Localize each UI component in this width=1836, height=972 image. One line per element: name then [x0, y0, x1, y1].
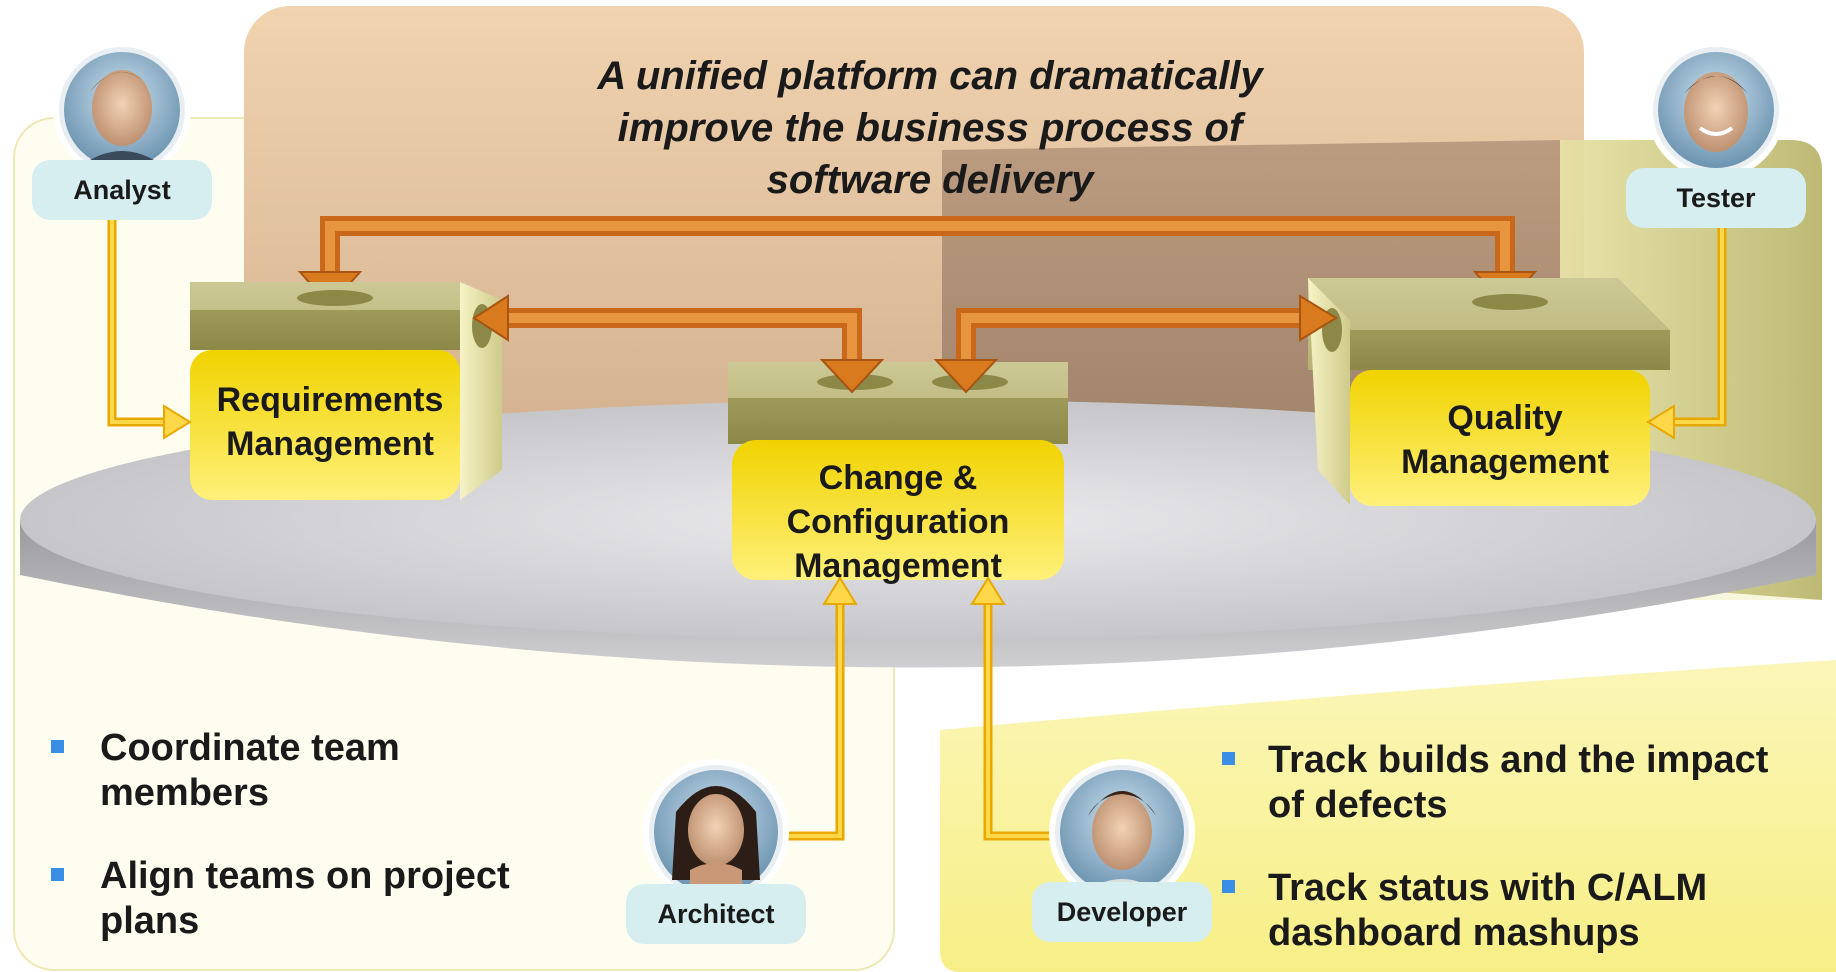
- left-bullet-1-line-2: members: [100, 772, 269, 814]
- headline-line-2: improve the business process of: [617, 106, 1243, 150]
- change-label-line-1: Change &: [818, 459, 978, 497]
- right-bullet-1: Track builds and the impact of defects: [1268, 738, 1836, 828]
- tester-badge: Tester: [1626, 168, 1806, 228]
- change-box: [728, 362, 1068, 580]
- left-bullet-list: Coordinate team members Align teams on p…: [100, 726, 620, 944]
- developer-portrait-icon: [1049, 759, 1195, 905]
- left-bullet-1: Coordinate team members: [100, 726, 620, 816]
- left-bullet-2: Align teams on project plans: [100, 854, 620, 944]
- requirements-label-line-1: Requirements: [216, 381, 444, 419]
- left-bullet-marker-2: [51, 868, 64, 881]
- left-bullet-2-line-2: plans: [100, 900, 200, 942]
- right-bullet-2-line-2: dashboard mashups: [1268, 912, 1640, 954]
- requirements-label-line-2: Management: [226, 425, 434, 463]
- quality-label: Quality Management: [1350, 396, 1660, 484]
- change-label-line-2: Configuration: [786, 503, 1010, 541]
- requirements-box: [190, 282, 502, 500]
- right-bullet-list: Track builds and the impact of defects T…: [1268, 738, 1836, 956]
- analyst-badge: Analyst: [32, 160, 212, 220]
- right-bullet-marker-1: [1222, 752, 1235, 765]
- left-bullet-marker-1: [51, 740, 64, 753]
- tester-portrait-icon: [1647, 41, 1785, 179]
- quality-label-line-1: Quality: [1447, 399, 1563, 437]
- analyst-portrait-icon: [53, 41, 191, 179]
- headline-line-3: software delivery: [766, 158, 1094, 202]
- architect-badge: Architect: [626, 884, 806, 944]
- quality-box: [1308, 278, 1670, 506]
- right-bullet-2-line-1: Track status with C/ALM: [1268, 867, 1708, 909]
- left-bullet-1-line-1: Coordinate team: [100, 727, 400, 769]
- headline: A unified platform can dramatically impr…: [470, 50, 1390, 206]
- left-bullet-2-line-1: Align teams on project: [100, 855, 510, 897]
- developer-badge: Developer: [1032, 882, 1212, 942]
- architect-portrait-icon: [643, 759, 789, 905]
- requirements-label: Requirements Management: [190, 378, 470, 466]
- right-bullet-1-line-1: Track builds and the impact: [1268, 739, 1769, 781]
- right-bullet-marker-2: [1222, 880, 1235, 893]
- right-bullet-1-line-2: of defects: [1268, 784, 1448, 826]
- change-label: Change & Configuration Management: [732, 456, 1064, 588]
- change-label-line-3: Management: [794, 547, 1002, 585]
- quality-label-line-2: Management: [1401, 443, 1609, 481]
- right-bullet-2: Track status with C/ALM dashboard mashup…: [1268, 866, 1836, 956]
- headline-line-1: A unified platform can dramatically: [597, 54, 1263, 98]
